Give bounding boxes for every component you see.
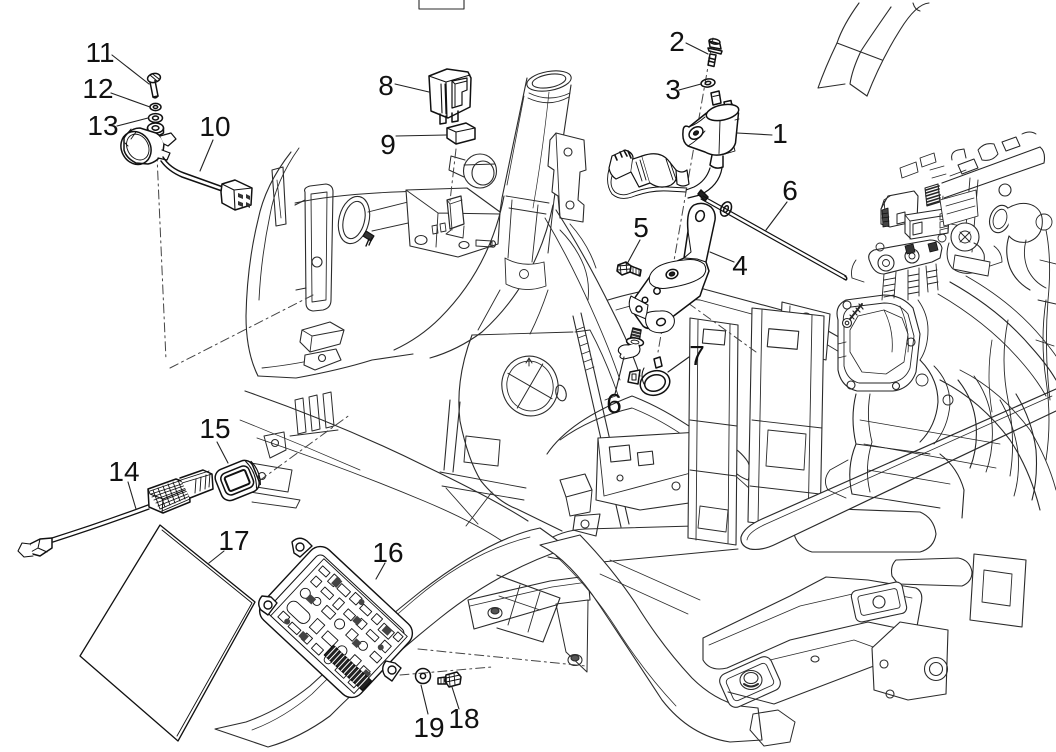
svg-text:9: 9 <box>380 129 396 160</box>
svg-text:17: 17 <box>218 525 249 556</box>
svg-text:2: 2 <box>669 26 685 57</box>
svg-text:11: 11 <box>85 37 114 68</box>
svg-text:3: 3 <box>665 74 681 105</box>
svg-text:19: 19 <box>413 712 444 743</box>
svg-text:16: 16 <box>372 537 403 568</box>
svg-text:14: 14 <box>108 456 139 487</box>
svg-text:7: 7 <box>689 340 705 371</box>
svg-text:4: 4 <box>732 250 748 281</box>
svg-text:13: 13 <box>87 110 118 141</box>
svg-text:1: 1 <box>772 118 788 149</box>
svg-text:18: 18 <box>448 703 479 734</box>
svg-text:15: 15 <box>199 413 230 444</box>
svg-text:10: 10 <box>199 111 230 142</box>
svg-text:6: 6 <box>606 388 622 419</box>
svg-text:12: 12 <box>82 73 113 104</box>
svg-text:8: 8 <box>378 70 394 101</box>
svg-text:5: 5 <box>633 212 649 243</box>
svg-text:6: 6 <box>782 175 798 206</box>
